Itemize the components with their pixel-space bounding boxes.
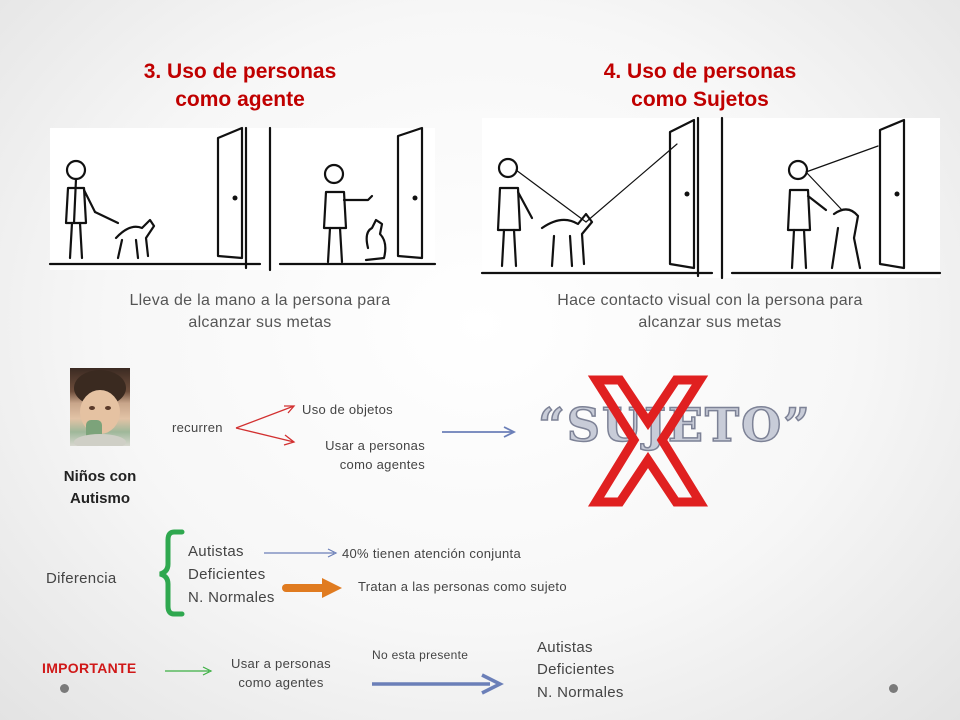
others-arrow-icon — [282, 578, 342, 598]
left-illustration — [48, 126, 437, 272]
imp-group-autistas: Autistas — [537, 639, 593, 656]
branch-usar-personas: Usar a personas como agentes — [325, 438, 425, 472]
no-presente-arrow-icon — [372, 673, 504, 695]
right-panel-caption: Hace contacto visual con la persona para… — [557, 292, 863, 331]
branch-uso-objetos: Uso de objetos — [302, 402, 393, 417]
person-eye-contact-illustration — [480, 116, 942, 280]
diff-group-normales: N. Normales — [188, 589, 275, 606]
recurren-label: recurren — [172, 420, 223, 435]
autism-children-label: Niños con Autismo — [63, 468, 137, 507]
branch-arrows — [235, 405, 296, 446]
importante-phrase: Usar a personas como agentes — [231, 656, 331, 690]
note-atencion-conjunta: 40% tienen atención conjunta — [342, 546, 521, 561]
slide-dot-right — [889, 684, 898, 693]
left-panel-caption: Lleva de la mano a la persona para alcan… — [129, 292, 391, 331]
diferencia-label: Diferencia — [46, 570, 117, 587]
importante-arrow-icon — [165, 666, 213, 676]
slide-dot-left — [60, 684, 69, 693]
person-leading-dog-illustration — [48, 126, 437, 272]
imp-group-deficientes: Deficientes — [537, 661, 615, 678]
green-brace-icon — [159, 529, 185, 617]
note-tratan-sujeto: Tratan a las personas como sujeto — [358, 579, 567, 594]
diff-group-deficientes: Deficientes — [188, 566, 266, 583]
right-panel-title: 4. Uso de personas como Sujetos — [603, 60, 797, 111]
autistas-arrow-icon — [264, 548, 338, 558]
importante-label: IMPORTANTE — [42, 660, 137, 676]
no-presente-label: No esta presente — [372, 648, 469, 662]
imp-group-normales: N. Normales — [537, 684, 624, 701]
left-panel-title: 3. Uso de personas como agente — [143, 60, 337, 111]
child-photo — [70, 368, 130, 446]
right-illustration — [480, 116, 942, 280]
arrow-to-sujeto-icon — [442, 426, 517, 438]
cross-out-icon — [587, 375, 709, 507]
diff-group-autistas: Autistas — [188, 543, 244, 560]
